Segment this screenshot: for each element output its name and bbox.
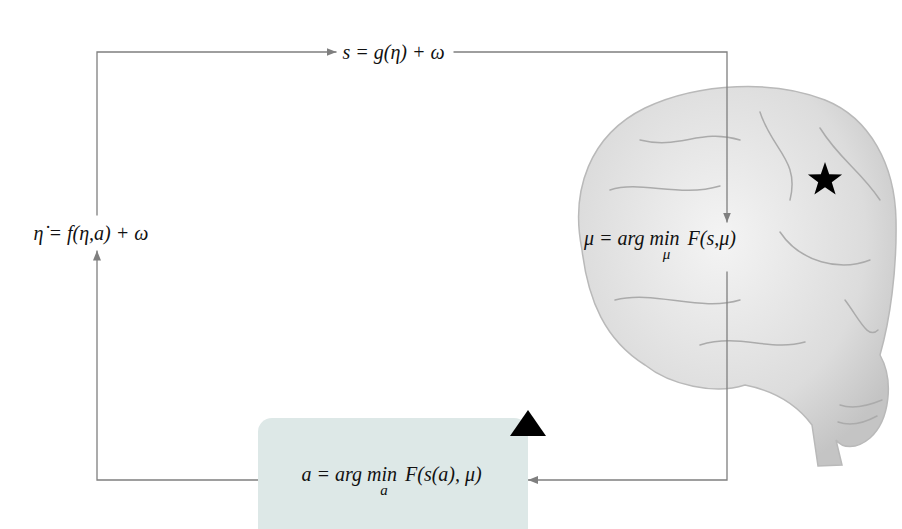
action-box: a = arg minF(s(a), μ)a: [258, 418, 528, 529]
connector-arrow: [528, 272, 727, 481]
equation-text: F(s(a), μ): [405, 463, 482, 486]
equation-node: μ = arg minF(s,μ)μ: [578, 223, 744, 272]
equation-node: η̇ = f(η,a) + ω: [26, 216, 159, 251]
brain-outline: [579, 87, 896, 466]
equation-text: s = g(η) + ω: [343, 41, 445, 64]
brain-sulci: [610, 112, 882, 424]
connector-arrow: [97, 52, 337, 216]
connector-arrow: [454, 52, 728, 223]
subscript-text: a: [380, 482, 388, 499]
triangle-marker: [510, 410, 546, 436]
equation-text: F(s,μ): [688, 227, 736, 250]
subscript-text: μ: [663, 246, 671, 263]
equation-text: η̇ = f(η,a) + ω: [34, 222, 149, 245]
equation-node: s = g(η) + ω: [337, 37, 454, 68]
star-marker: [808, 162, 842, 195]
connector-arrow: [97, 251, 258, 481]
